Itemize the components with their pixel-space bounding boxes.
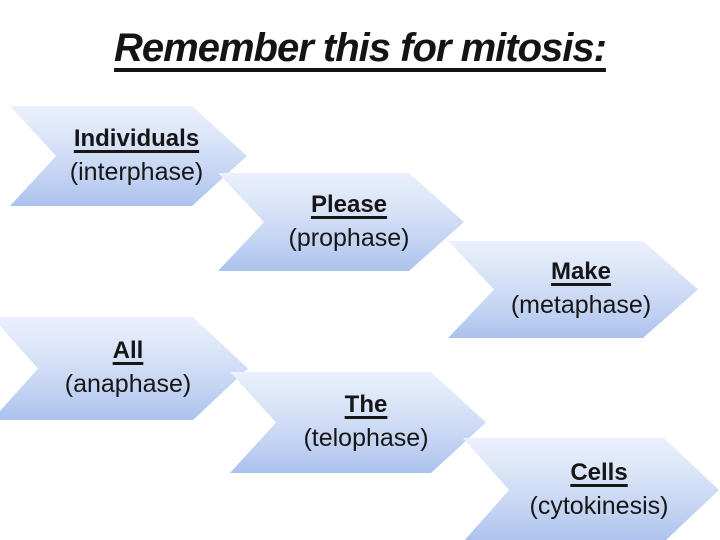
mnemonic-word: The: [344, 391, 388, 419]
chevron-telophase: The (telophase): [230, 372, 486, 473]
phase-label: (anaphase): [64, 370, 192, 399]
phase-label: (interphase): [69, 157, 204, 186]
phase-label: (telophase): [303, 424, 429, 453]
chevron-anaphase: All (anaphase): [0, 317, 248, 420]
slide-title: Remember this for mitosis:: [114, 26, 607, 70]
chevron-metaphase: Make (metaphase): [448, 241, 698, 338]
mnemonic-word: All: [112, 337, 144, 365]
chevron-interphase: Individuals (interphase): [10, 106, 247, 206]
phase-label: (prophase): [288, 223, 410, 252]
phase-label: (metaphase): [510, 291, 652, 320]
mnemonic-word: Individuals: [73, 124, 200, 152]
mnemonic-word: Cells: [570, 458, 628, 486]
mnemonic-word: Make: [550, 258, 612, 286]
chevron-prophase: Please (prophase): [218, 173, 464, 271]
mnemonic-word: Please: [310, 190, 388, 218]
chevron-cytokinesis: Cells (cytokinesis): [463, 438, 719, 540]
phase-label: (cytokinesis): [529, 491, 669, 520]
